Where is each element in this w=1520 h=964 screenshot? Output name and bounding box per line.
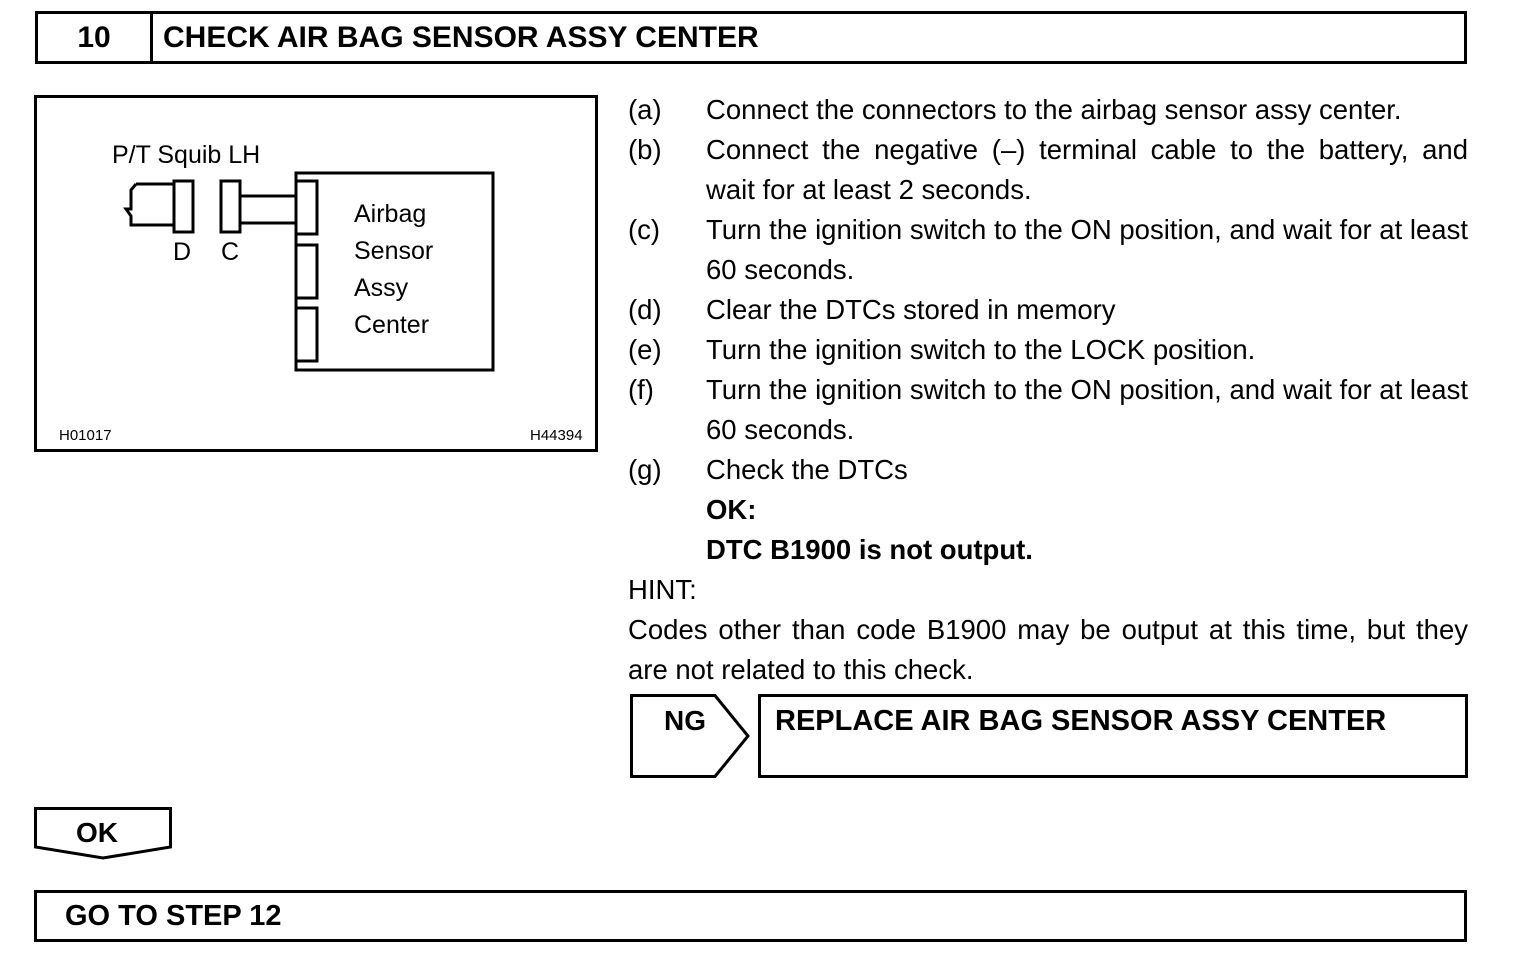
ecu-label-line2: Sensor xyxy=(354,237,433,265)
ecu-label-line3: Assy xyxy=(354,274,409,302)
instruction-label: (e) xyxy=(628,334,662,365)
instruction-label: (b) xyxy=(628,134,662,165)
instruction-item: (d) Clear the DTCs stored in memory xyxy=(628,290,1468,330)
instruction-text: Turn the ignition switch to the ON posit… xyxy=(706,374,1468,445)
ng-label: NG xyxy=(664,705,706,736)
figure-ref-left: H01017 xyxy=(59,427,112,444)
criteria-label: OK: xyxy=(706,494,757,525)
connector-c-label: C xyxy=(221,238,239,266)
instruction-item: (b) Connect the negative (–) terminal ca… xyxy=(628,130,1468,210)
ng-row: NG REPLACE AIR BAG SENSOR ASSY CENTER xyxy=(630,694,1468,778)
hint-label: HINT: xyxy=(628,574,697,605)
ecu-label-line1: Airbag xyxy=(354,200,426,228)
step-header: 10 CHECK AIR BAG SENSOR ASSY CENTER xyxy=(35,11,1467,64)
instruction-label: (f) xyxy=(628,374,654,405)
ecu-connector-1 xyxy=(294,179,319,236)
instruction-item: (g) Check the DTCs xyxy=(628,450,1468,490)
instruction-text: Clear the DTCs stored in memory xyxy=(706,294,1116,325)
instruction-text: Turn the ignition switch to the ON posit… xyxy=(706,214,1468,285)
ok-label: OK xyxy=(76,817,118,848)
criteria: DTC B1900 is not output. xyxy=(628,530,1468,570)
connector-d-label: D xyxy=(173,238,191,266)
instruction-item: (c) Turn the ignition switch to the ON p… xyxy=(628,210,1468,290)
ok-arrow-shape xyxy=(34,807,172,860)
figure-frame xyxy=(34,95,598,452)
instructions: (a) Connect the connectors to the airbag… xyxy=(628,90,1468,690)
instruction-item: (a) Connect the connectors to the airbag… xyxy=(628,90,1468,130)
wiring-figure: P/T Squib LH D C Airbag Sensor Assy Cent… xyxy=(34,95,598,452)
ok-arrow-tag: OK xyxy=(34,807,172,860)
hint-text: Codes other than code B1900 may be outpu… xyxy=(628,614,1468,685)
goto-text: GO TO STEP 12 xyxy=(65,899,282,932)
ng-action-box: REPLACE AIR BAG SENSOR ASSY CENTER xyxy=(758,694,1468,778)
wiring-diagram: P/T Squib LH D C Airbag Sensor Assy Cent… xyxy=(34,95,598,452)
connector-d xyxy=(172,179,195,234)
criteria-text: DTC B1900 is not output. xyxy=(706,534,1033,565)
squib-lead xyxy=(123,183,174,227)
ng-arrow-shape xyxy=(630,694,750,778)
step-title: CHECK AIR BAG SENSOR ASSY CENTER xyxy=(163,20,759,54)
instruction-text: Check the DTCs xyxy=(706,454,908,485)
instruction-item: (e) Turn the ignition switch to the LOCK… xyxy=(628,330,1468,370)
ok-tag: OK xyxy=(34,807,172,861)
goto-box: GO TO STEP 12 xyxy=(34,890,1467,942)
criteria: OK: xyxy=(628,490,1468,530)
instruction-label: (c) xyxy=(628,214,661,245)
instruction-text: Connect the negative (–) terminal cable … xyxy=(706,134,1468,205)
instruction-item: (f) Turn the ignition switch to the ON p… xyxy=(628,370,1468,450)
figure-ref-right: H44394 xyxy=(530,427,583,444)
ecu-box xyxy=(294,171,495,372)
instruction-label: (d) xyxy=(628,294,662,325)
instruction-label: (a) xyxy=(628,94,662,125)
squib-label: P/T Squib LH xyxy=(112,141,260,169)
instruction-text: Connect the connectors to the airbag sen… xyxy=(706,94,1402,125)
ecu-connector-3 xyxy=(294,306,319,363)
ng-action-text: REPLACE AIR BAG SENSOR ASSY CENTER xyxy=(775,705,1387,737)
ecu-label-line4: Center xyxy=(354,311,429,339)
ng-arrow-tag: NG xyxy=(630,694,750,778)
instruction-text: Turn the ignition switch to the LOCK pos… xyxy=(706,334,1256,365)
step-number: 10 xyxy=(38,14,153,61)
connector-c xyxy=(219,179,242,234)
ecu-connector-2 xyxy=(294,243,319,300)
instruction-label: (g) xyxy=(628,454,662,485)
